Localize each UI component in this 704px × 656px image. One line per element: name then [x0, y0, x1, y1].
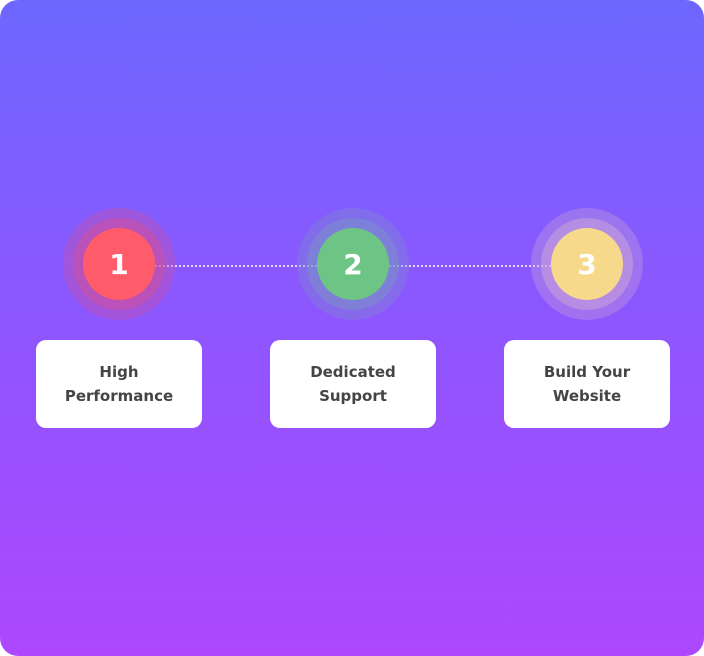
step-1-badge: 1 — [63, 208, 175, 320]
step-number: 2 — [317, 228, 389, 300]
card-label-line: Website — [552, 387, 622, 405]
connector-line — [155, 265, 317, 267]
step-3-badge: 3 — [531, 208, 643, 320]
step-number: 3 — [551, 228, 623, 300]
step-2-badge: 2 — [297, 208, 409, 320]
card-label-line: Dedicated — [310, 363, 396, 381]
card-label-line: Performance — [64, 387, 174, 405]
card-label-line: Build Your — [543, 363, 631, 381]
step-number: 1 — [83, 228, 155, 300]
card-label-line: Support — [319, 387, 387, 405]
card-label-line: High — [99, 363, 139, 381]
connector-line — [389, 265, 551, 267]
